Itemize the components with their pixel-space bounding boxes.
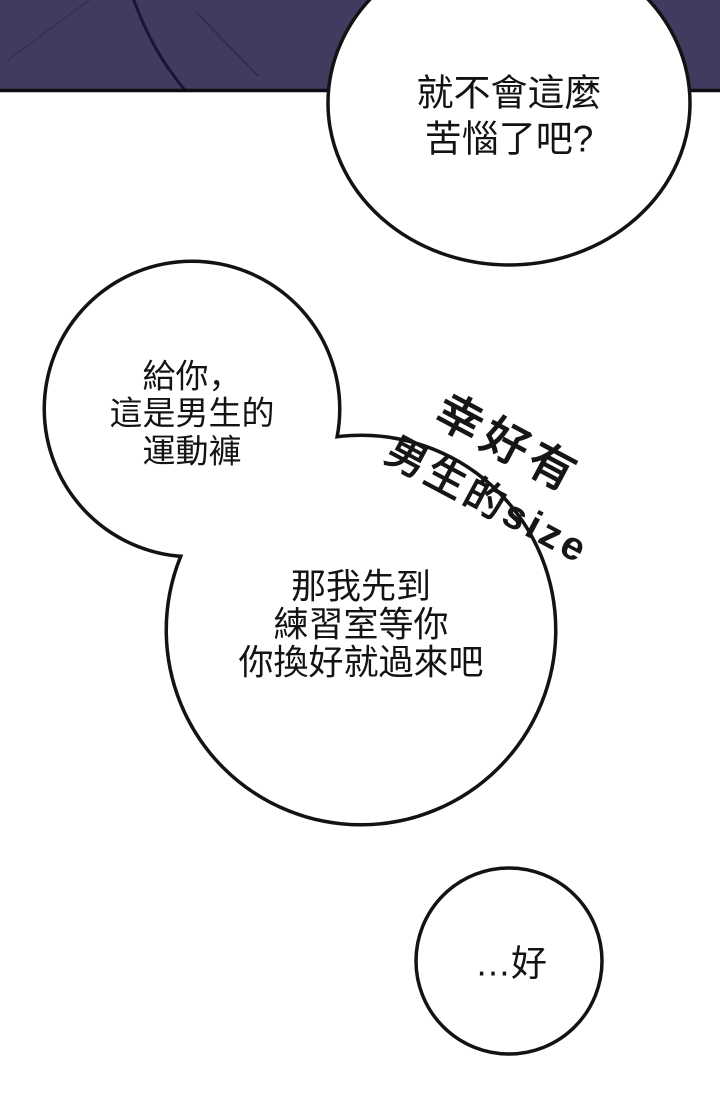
speech-give-you-line-2: 這是男生的	[110, 395, 275, 432]
bubble-interior-middle	[168, 437, 554, 823]
speech-bubble-top-right: 就不會這麼 苦惱了吧?	[326, 0, 692, 267]
speech-practice-room-line-3: 你換好就過來吧	[238, 644, 483, 683]
bubble-outline-bottom	[414, 866, 604, 1056]
speech-top-right-line-2: 苦惱了吧?	[425, 119, 594, 160]
speech-top-right-line-1: 就不會這麼	[417, 73, 602, 114]
panel-fold-line-left	[7, 0, 91, 61]
speech-give-you-line-1: 給你，	[143, 358, 242, 395]
bubble-outline-top-right	[326, 0, 692, 267]
speech-practice-room-line-2: 練習室等你	[273, 606, 448, 645]
speech-practice-room-line-1: 那我先到	[291, 568, 431, 607]
speech-bubble-bottom: …好	[414, 866, 604, 1056]
speech-reply-line-1: …好	[475, 943, 547, 984]
panel-crease-line	[132, 0, 186, 91]
speech-give-you-line-3: 運動褲	[143, 433, 242, 470]
speech-bubble-merged: 給你， 這是男生的 運動褲 那我先到 練習室等你 你換好就過來吧	[42, 259, 558, 827]
panel-fold-line-right	[195, 11, 259, 77]
